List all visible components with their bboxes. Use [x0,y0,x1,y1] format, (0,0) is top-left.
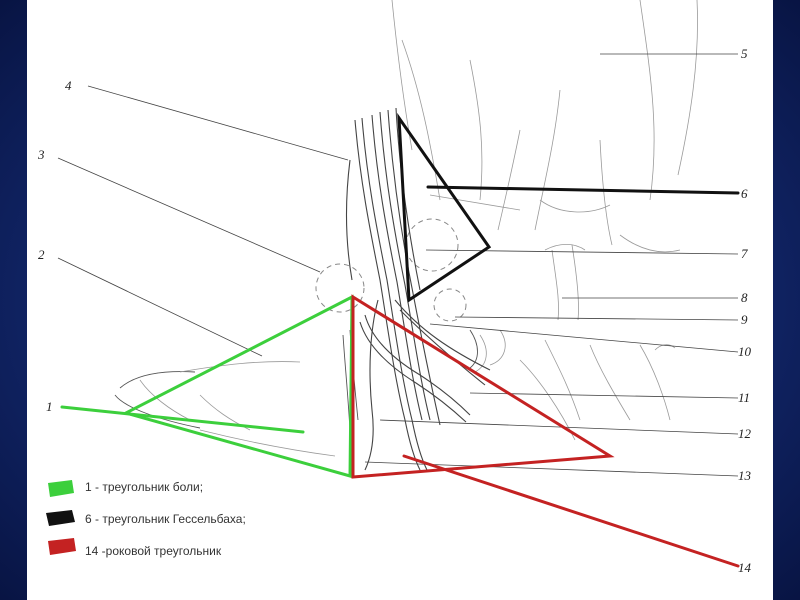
legend-label-black: 6 - треугольник Гессельбаха; [85,512,246,526]
callout-8: 8 [741,290,748,305]
callout-1: 1 [46,399,53,414]
leader-lines [57,53,739,477]
legend-item-black: 6 - треугольник Гессельбаха; [46,510,246,526]
callout-10: 10 [738,344,752,359]
callout-12: 12 [738,426,752,441]
anatomy-sketch [114,0,698,471]
callout-11: 11 [738,390,750,405]
green-pain-triangle [60,294,354,478]
legend-item-green: 1 - треугольник боли; [48,480,203,497]
callout-5: 5 [741,46,748,61]
legend: 1 - треугольник боли; 6 - треугольник Ге… [46,480,246,558]
callout-13: 13 [738,468,752,483]
callout-4: 4 [65,78,72,93]
legend-label-green: 1 - треугольник боли; [85,480,203,494]
callout-14: 14 [738,560,752,575]
black-hesselbach-triangle [397,112,740,303]
callout-7: 7 [741,246,748,261]
callout-6: 6 [741,186,748,201]
callout-2: 2 [38,247,45,262]
legend-item-red: 14 -роковой треугольник [48,538,222,558]
green-swatch-icon [48,480,74,497]
red-fatal-triangle [351,294,740,568]
legend-label-red: 14 -роковой треугольник [85,544,222,558]
callout-3: 3 [37,147,45,162]
red-swatch-icon [48,538,76,555]
callout-numbers: 1 2 3 4 5 6 7 8 9 10 11 12 13 14 [37,46,752,575]
callout-9: 9 [741,312,748,327]
black-swatch-icon [46,510,75,526]
